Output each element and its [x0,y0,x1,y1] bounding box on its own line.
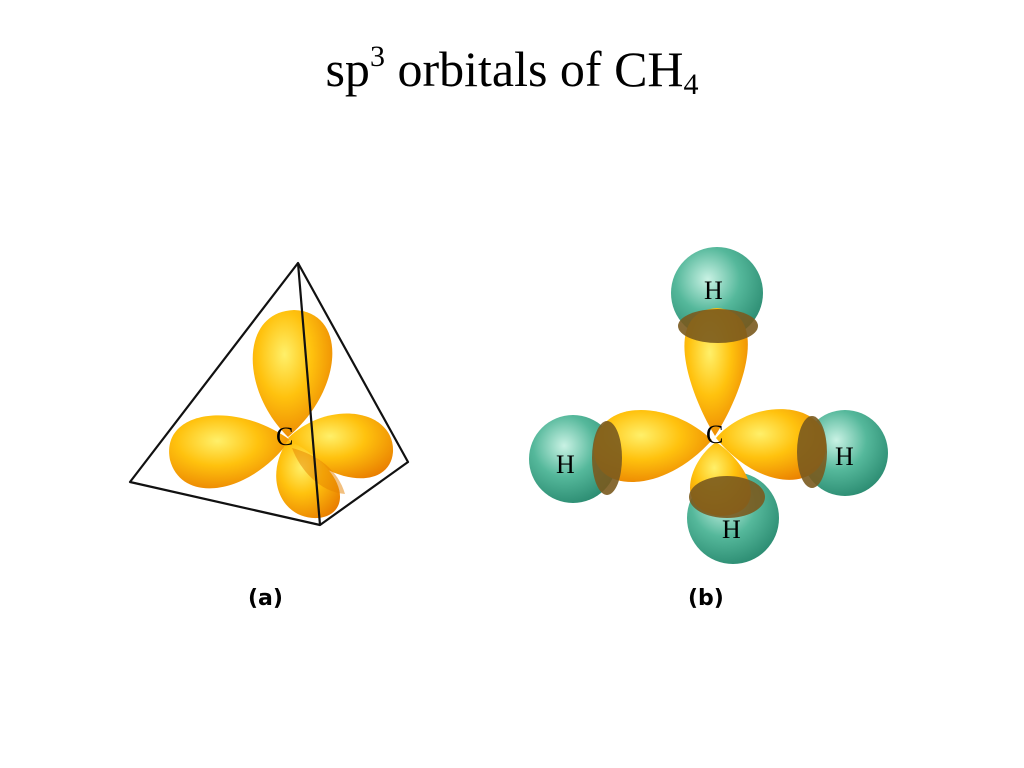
overlap-left [592,421,622,495]
hydrogen-label-right: H [835,442,854,471]
lobe-top-a [252,310,333,437]
slide-title: sp3 orbitals of CH4 [325,40,699,101]
overlap-top [678,309,758,343]
lobe-bottom-a [276,440,341,519]
lobe-left-b [593,409,712,482]
overlap-right [797,416,827,488]
overlap-bottom [689,476,765,518]
lobe-right-a [288,413,394,479]
caption-a: (a) [248,586,283,611]
lobe-left-a [169,415,290,489]
caption-b: (b) [688,586,724,611]
hydrogen-label-bottom: H [722,515,741,544]
lobe-bottom-shade-a [292,448,345,494]
title-subscript: 4 [683,68,699,101]
panel-a: C [128,261,410,527]
title-superscript: 3 [369,40,385,73]
hydrogen-label-top: H [704,276,723,305]
carbon-label-a: C [276,422,293,451]
panel-b: H H H H C [529,247,888,564]
tetrahedron-edge [296,262,322,526]
carbon-label-b: C [706,420,723,449]
hydrogen-label-left: H [556,450,575,479]
